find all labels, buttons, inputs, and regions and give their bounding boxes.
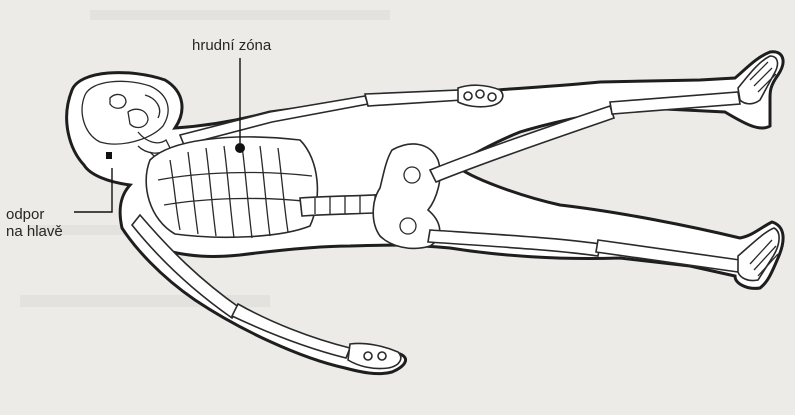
- head-resistance-marker: [106, 152, 112, 159]
- ribcage: [146, 137, 317, 238]
- chest-zone-label: hrudní zóna: [192, 37, 271, 54]
- head-resistance-label-line1: odpor: [6, 206, 63, 223]
- head-resistance-label: odpor na hlavě: [6, 206, 63, 240]
- chest-zone-marker: [235, 143, 245, 153]
- head-resistance-label-line2: na hlavě: [6, 223, 63, 240]
